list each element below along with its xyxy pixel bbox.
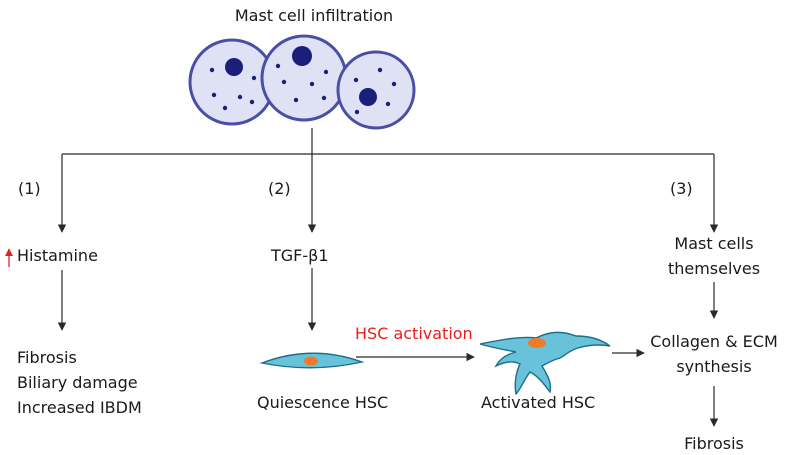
mast-cell-right bbox=[336, 50, 416, 130]
collagen-ecm-label-line1: Collagen & ECM bbox=[650, 332, 778, 351]
quiescent-hsc-cell bbox=[259, 352, 365, 369]
final-fibrosis-label: Fibrosis bbox=[684, 434, 744, 453]
branch3-number: (3) bbox=[670, 179, 693, 198]
collagen-ecm-label-line2: synthesis bbox=[676, 357, 752, 376]
activated-hsc-label: Activated HSC bbox=[481, 393, 596, 412]
activated-hsc-cell bbox=[479, 331, 611, 396]
quiescence-hsc-label: Quiescence HSC bbox=[257, 393, 389, 412]
outcome-biliary-damage: Biliary damage bbox=[17, 373, 138, 392]
hsc-activation-label: HSC activation bbox=[355, 324, 473, 343]
histamine-label: Histamine bbox=[17, 246, 98, 265]
diagram-title: Mast cell infiltration bbox=[234, 6, 394, 25]
mast-cells-label-line2: themselves bbox=[667, 259, 761, 278]
branch2-number: (2) bbox=[268, 179, 291, 198]
mast-cell-middle bbox=[260, 34, 348, 122]
mast-cells-label-line1: Mast cells bbox=[674, 234, 754, 253]
outcome-increased-ibdm: Increased IBDM bbox=[17, 398, 142, 417]
outcome-fibrosis: Fibrosis bbox=[17, 348, 77, 367]
tgf-beta1-label: TGF-β1 bbox=[271, 246, 329, 265]
branch1-number: (1) bbox=[18, 179, 41, 198]
